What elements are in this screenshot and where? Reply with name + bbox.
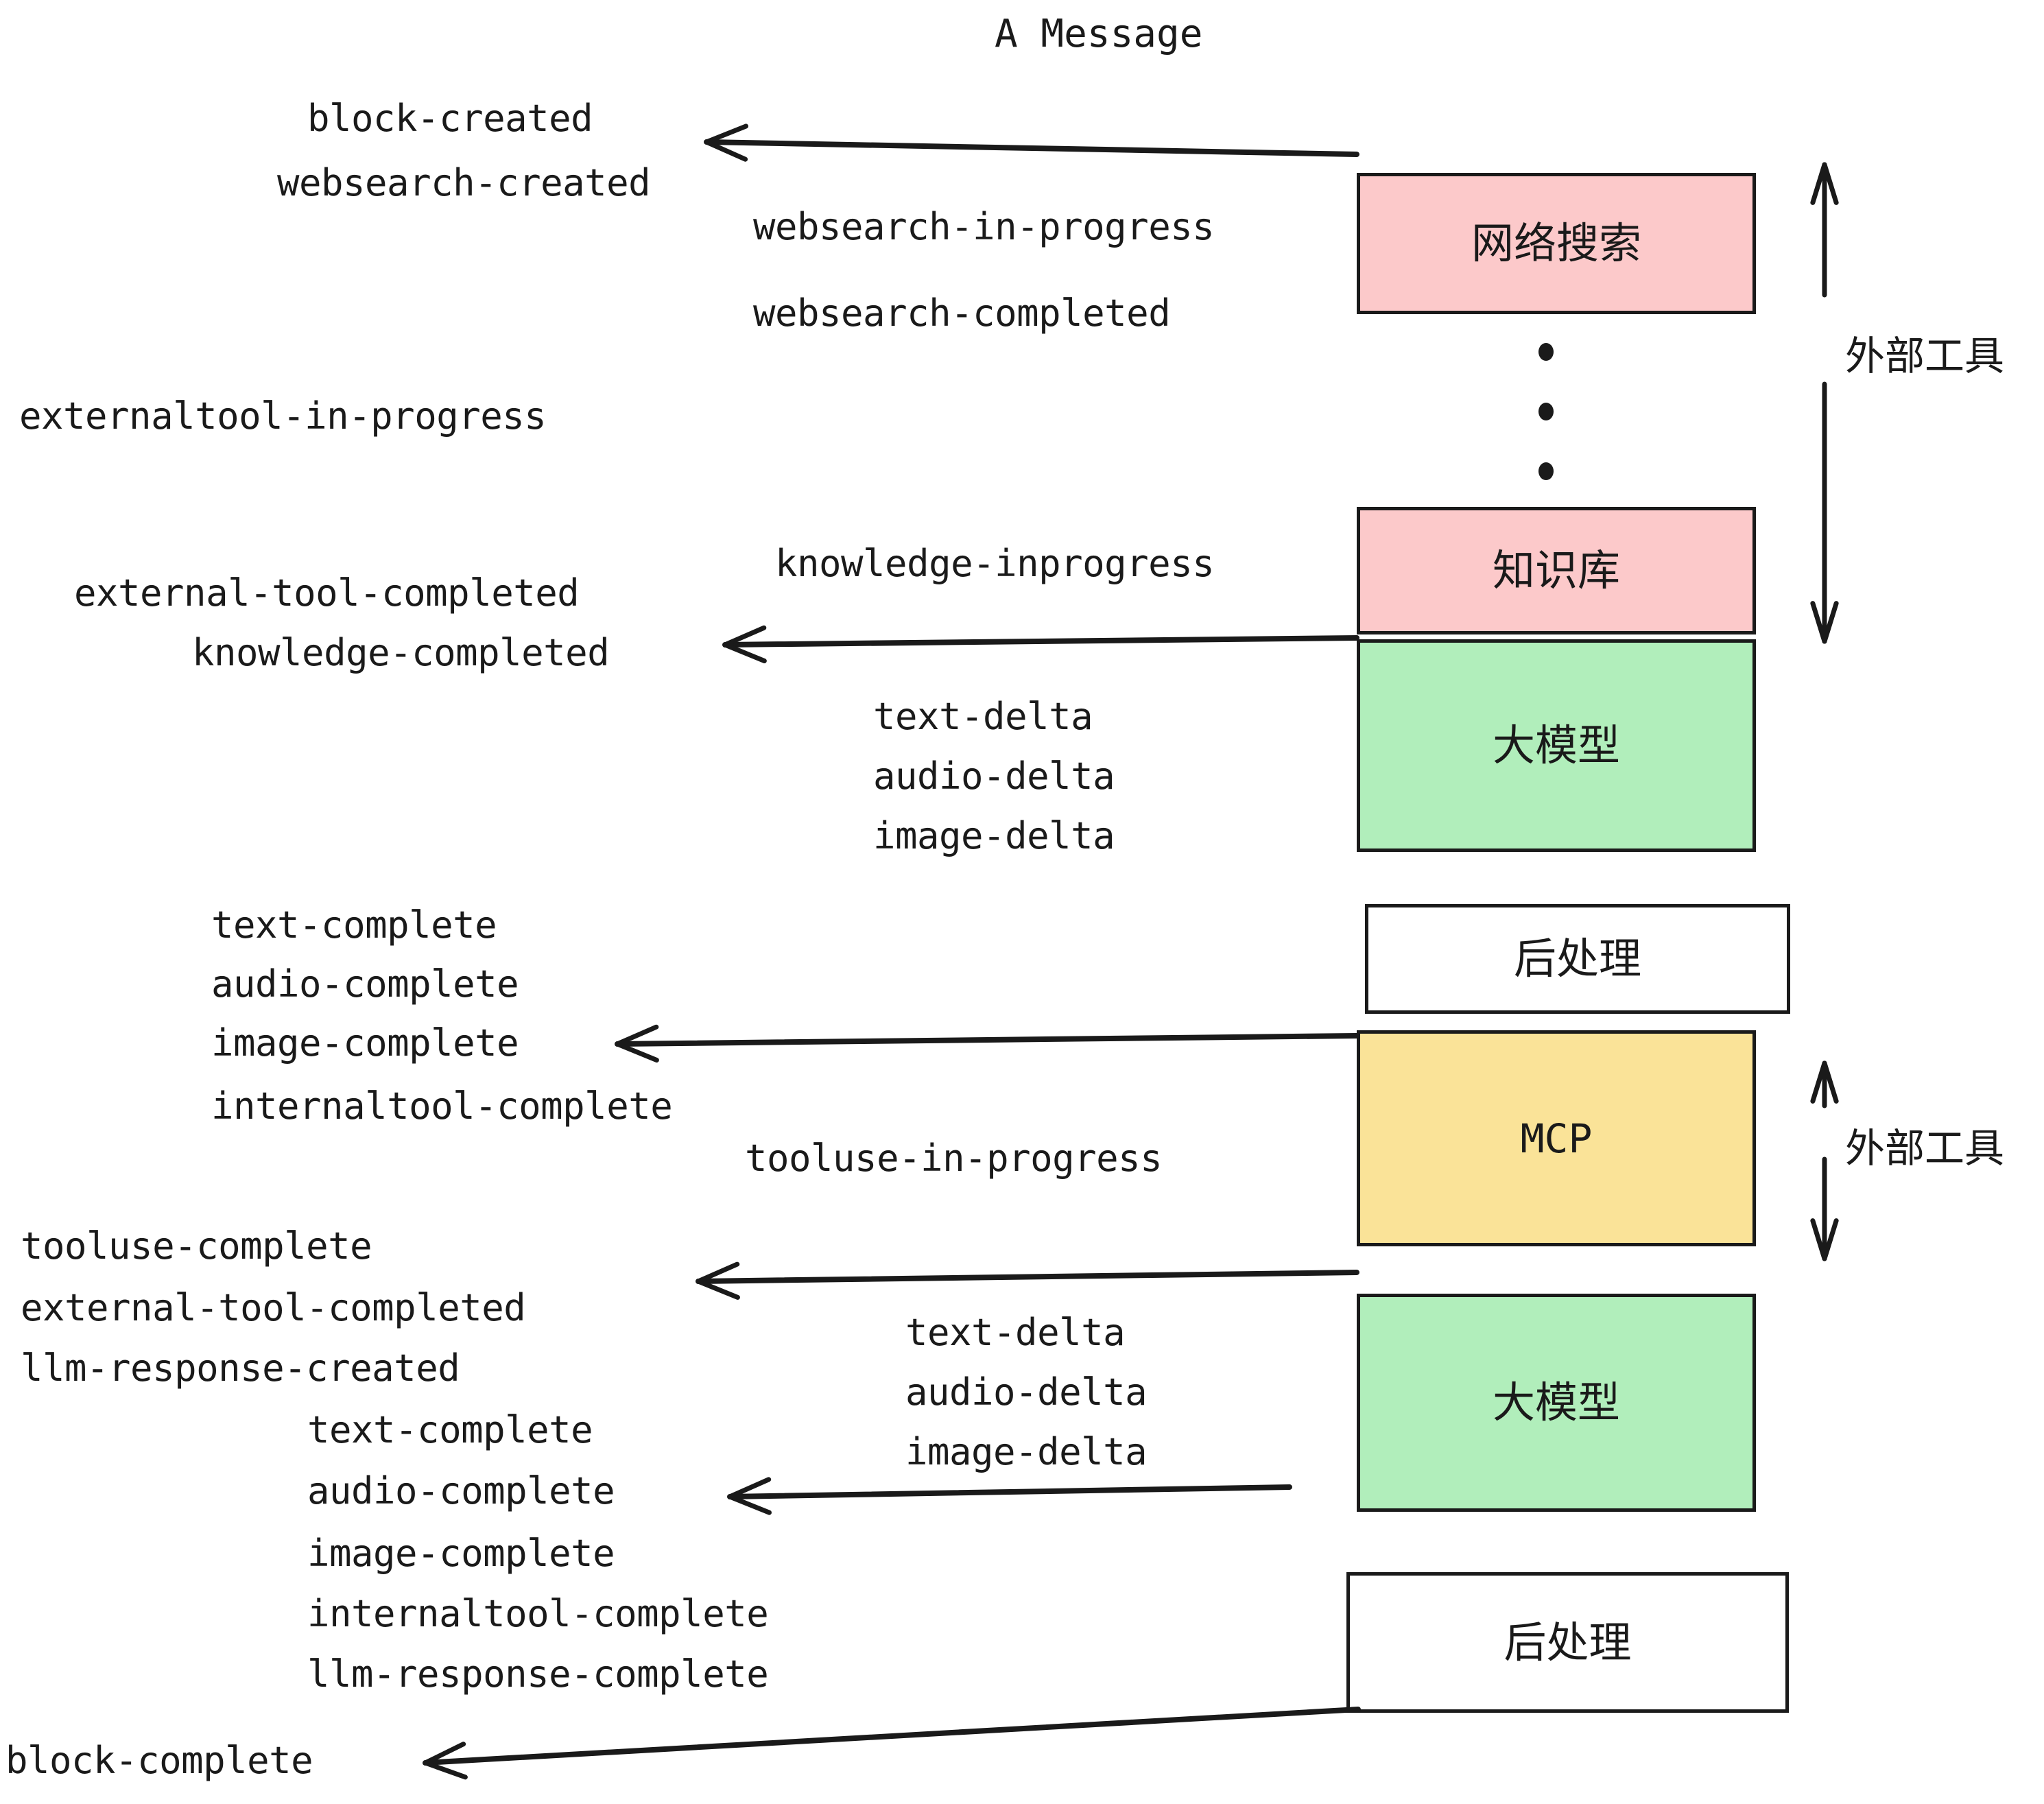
event-label-websearch-created: websearch-created xyxy=(277,161,651,204)
box-label-mcp: MCP xyxy=(1520,1115,1593,1162)
event-label-websearch-in-progress: websearch-in-progress xyxy=(753,205,1215,248)
event-label-text-delta-2: text-delta xyxy=(905,1311,1126,1354)
arrow-mcp-to-tooluse-head-a xyxy=(696,1279,740,1300)
event-label-text-complete-2: text-complete xyxy=(307,1408,593,1451)
ellipsis-dot xyxy=(1538,403,1554,420)
event-label-block-complete: block-complete xyxy=(5,1739,313,1782)
box-knowledge[interactable]: 知识库 xyxy=(1357,507,1756,634)
box-websearch[interactable]: 网络搜索 xyxy=(1357,173,1756,314)
arrow-llm2-to-audiocomplete-shaft xyxy=(727,1484,1292,1499)
event-label-audio-complete-1: audio-complete xyxy=(211,962,519,1006)
external-tools-range-top-down-head-a xyxy=(1822,601,1839,644)
arrow-postprocess-to-imagecomplete-head-a xyxy=(615,1041,659,1063)
box-post-1[interactable]: 后处理 xyxy=(1365,904,1790,1014)
event-label-llm-response-created: llm-response-created xyxy=(21,1346,460,1390)
page-title: A Message xyxy=(995,12,1203,56)
arrow-postprocess-to-imagecomplete-shaft xyxy=(615,1033,1359,1047)
arrow-knowledge-to-completed-head-a xyxy=(722,642,767,664)
external-tools-range-bottom-up-head-a xyxy=(1810,1060,1827,1104)
external-tools-range-top-up-head-a xyxy=(1810,162,1827,205)
event-label-image-delta-1: image-delta xyxy=(873,814,1115,857)
event-label-knowledge-inprogress: knowledge-inprogress xyxy=(775,542,1215,585)
box-label-post-2: 后处理 xyxy=(1504,1617,1632,1667)
box-llm-1[interactable]: 大模型 xyxy=(1357,639,1756,852)
box-mcp[interactable]: MCP xyxy=(1357,1030,1756,1246)
vertical-ellipsis-icon xyxy=(1538,343,1554,480)
arrow-post2-to-blockcomplete-shaft xyxy=(423,1707,1361,1766)
box-label-knowledge: 知识库 xyxy=(1492,545,1620,595)
box-label-post-1: 后处理 xyxy=(1513,934,1641,984)
event-label-audio-delta-1: audio-delta xyxy=(873,755,1115,798)
event-label-knowledge-completed: knowledge-completed xyxy=(192,631,610,674)
external-tools-range-top-up-head-b xyxy=(1822,162,1839,205)
event-label-image-delta-2: image-delta xyxy=(905,1430,1148,1473)
event-label-image-complete-2: image-complete xyxy=(307,1532,615,1575)
event-label-llm-response-complete: llm-response-complete xyxy=(307,1652,769,1696)
box-llm-2[interactable]: 大模型 xyxy=(1357,1294,1756,1512)
event-label-external-tool-completed-1: external-tool-completed xyxy=(74,571,580,615)
arrow-mcp-to-tooluse-shaft xyxy=(696,1270,1359,1284)
arrow-llm2-to-audiocomplete-head-a xyxy=(727,1494,772,1515)
arrow-postprocess-to-imagecomplete-head-b xyxy=(615,1024,659,1047)
event-label-image-complete-1: image-complete xyxy=(211,1021,519,1065)
side-label-external-tools-top: 外部工具 xyxy=(1845,333,2005,379)
event-label-tooluse-in-progress: tooluse-in-progress xyxy=(745,1137,1163,1180)
event-label-tooluse-complete: tooluse-complete xyxy=(21,1224,372,1268)
ellipsis-dot xyxy=(1538,462,1554,480)
external-tools-range-bottom-up-head-b xyxy=(1822,1060,1839,1104)
external-tools-range-bottom-down-head-a xyxy=(1822,1218,1839,1261)
external-tools-range-bottom-down-head-b xyxy=(1810,1218,1827,1261)
arrow-websearch-to-blockcreated-shaft xyxy=(704,139,1359,157)
event-label-audio-delta-2: audio-delta xyxy=(905,1370,1148,1414)
arrow-knowledge-to-completed-head-b xyxy=(722,625,767,648)
arrow-websearch-to-blockcreated-head-b xyxy=(704,123,749,145)
box-label-websearch: 网络搜索 xyxy=(1471,218,1641,268)
arrow-post2-to-blockcomplete-head-b xyxy=(423,1742,466,1766)
external-tools-range-top-down-head-b xyxy=(1810,601,1827,644)
ellipsis-dot xyxy=(1538,343,1554,361)
arrow-mcp-to-tooluse-head-b xyxy=(696,1261,740,1284)
box-label-llm-1: 大模型 xyxy=(1492,720,1620,770)
event-label-websearch-completed: websearch-completed xyxy=(753,292,1171,335)
event-label-external-tool-completed-2: external-tool-completed xyxy=(21,1286,526,1329)
box-label-llm-2: 大模型 xyxy=(1492,1377,1620,1427)
event-label-internaltool-complete-2: internaltool-complete xyxy=(307,1592,769,1635)
arrow-websearch-to-blockcreated-head-a xyxy=(704,139,748,162)
event-label-text-delta-1: text-delta xyxy=(873,695,1093,738)
arrow-llm2-to-audiocomplete-head-b xyxy=(727,1477,772,1499)
event-label-text-complete-1: text-complete xyxy=(211,903,497,947)
event-label-externaltool-in-progress: externaltool-in-progress xyxy=(19,394,547,438)
event-label-block-created: block-created xyxy=(307,97,593,140)
box-post-2[interactable]: 后处理 xyxy=(1346,1572,1789,1713)
side-label-external-tools-bottom: 外部工具 xyxy=(1845,1125,2005,1172)
event-label-audio-complete-2: audio-complete xyxy=(307,1469,615,1512)
arrow-knowledge-to-completed-shaft xyxy=(722,635,1359,648)
event-label-internaltool-complete-1: internaltool-complete xyxy=(211,1084,673,1128)
arrow-post2-to-blockcomplete-head-a xyxy=(423,1760,468,1780)
